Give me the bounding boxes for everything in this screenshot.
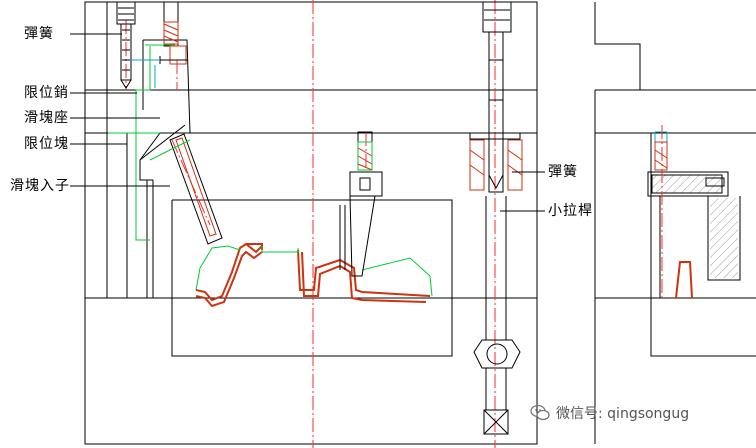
core-outline xyxy=(195,245,433,297)
center-screw xyxy=(357,131,373,171)
guide-lines xyxy=(108,44,175,241)
label-spring-right: 彈簧 xyxy=(548,164,578,180)
pull-rod xyxy=(469,1,523,435)
watermark: 微信号: qingsongug xyxy=(530,402,689,424)
leader-lines xyxy=(70,33,545,212)
left-spring-screw xyxy=(116,1,136,89)
center-slider xyxy=(339,171,383,277)
side-view-part xyxy=(675,261,693,299)
wechat-icon xyxy=(530,404,550,421)
label-slider-insert: 滑塊入子 xyxy=(10,178,70,194)
label-limit-block: 限位塊 xyxy=(24,136,69,152)
slider-insert xyxy=(149,133,223,245)
side-view-screw xyxy=(654,131,668,171)
label-spring-left: 彈簧 xyxy=(24,26,54,42)
watermark-text: 微信号: qingsongug xyxy=(556,406,690,422)
center-lines xyxy=(125,0,663,448)
side-view xyxy=(594,2,756,444)
label-slider-seat: 滑塊座 xyxy=(24,110,69,126)
spring-and-limit-pin xyxy=(159,1,188,65)
label-small-pull-rod: 小拉桿 xyxy=(548,203,593,219)
label-limit-pin: 限位銷 xyxy=(24,85,69,101)
